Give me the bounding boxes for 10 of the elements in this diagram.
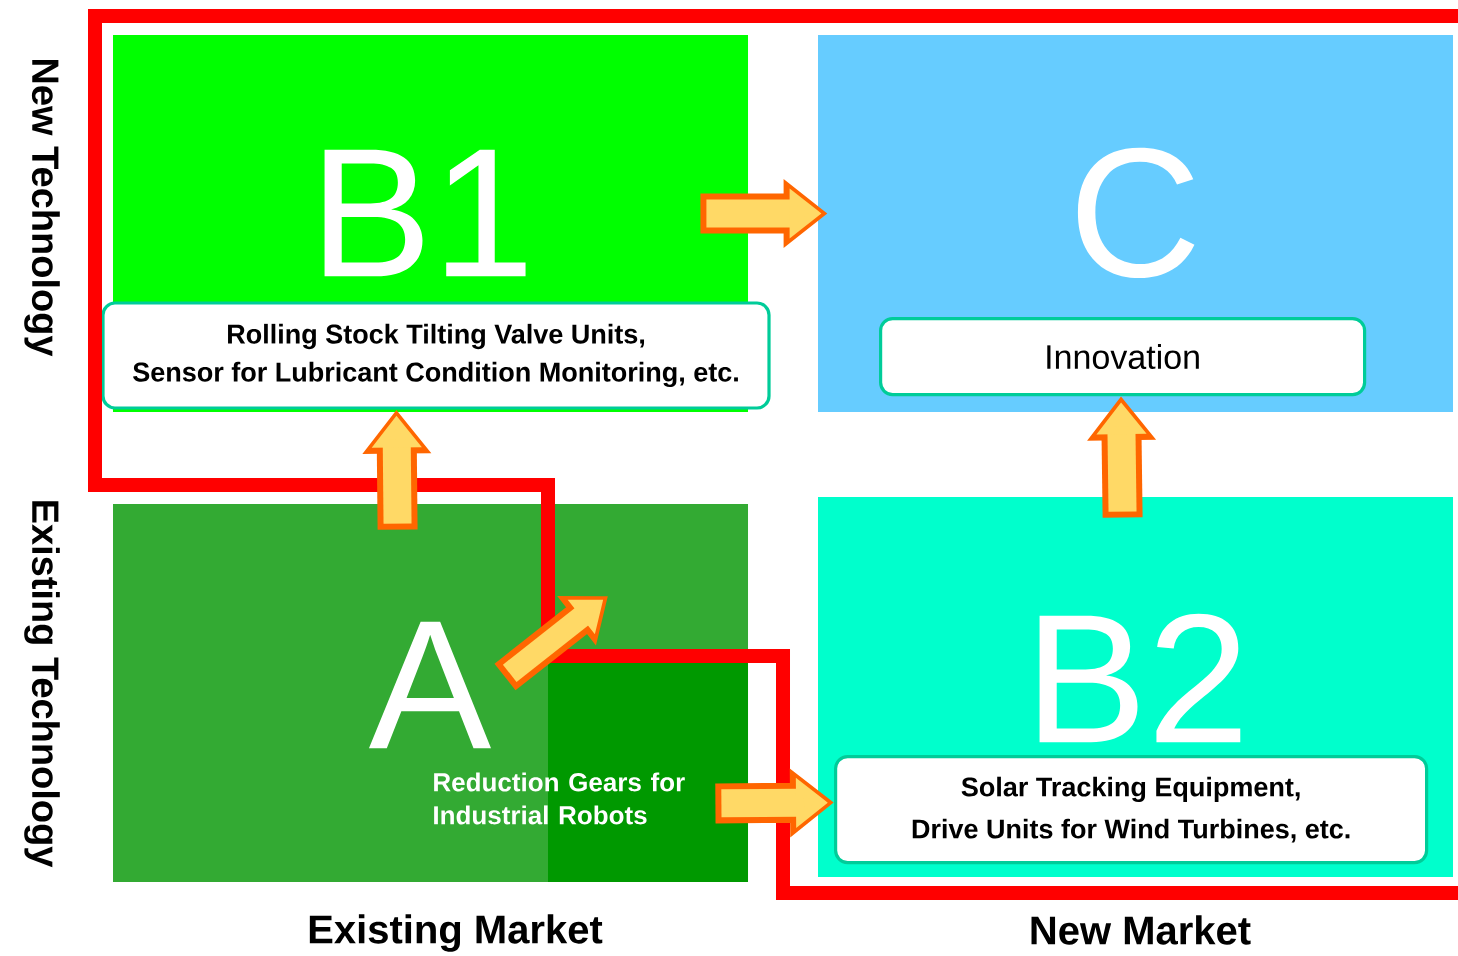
quadrant-letter: C [1077,147,1195,279]
description-box: Solar Tracking Equipment, Drive Units for Wind Turbines, etc. [834,755,1429,865]
axis-label: New Technology [24,60,60,357]
axis-label: New Market [1031,915,1251,945]
quadrant-letter: B2 [1039,613,1241,743]
quadrant-letter: A [369,621,491,749]
axis-label: Existing Technology [24,501,60,868]
description-box: Innovation [879,317,1367,397]
product-text: Reduction Gears for Industrial Robots [434,772,685,825]
quadrant-letter: B1 [324,149,526,277]
